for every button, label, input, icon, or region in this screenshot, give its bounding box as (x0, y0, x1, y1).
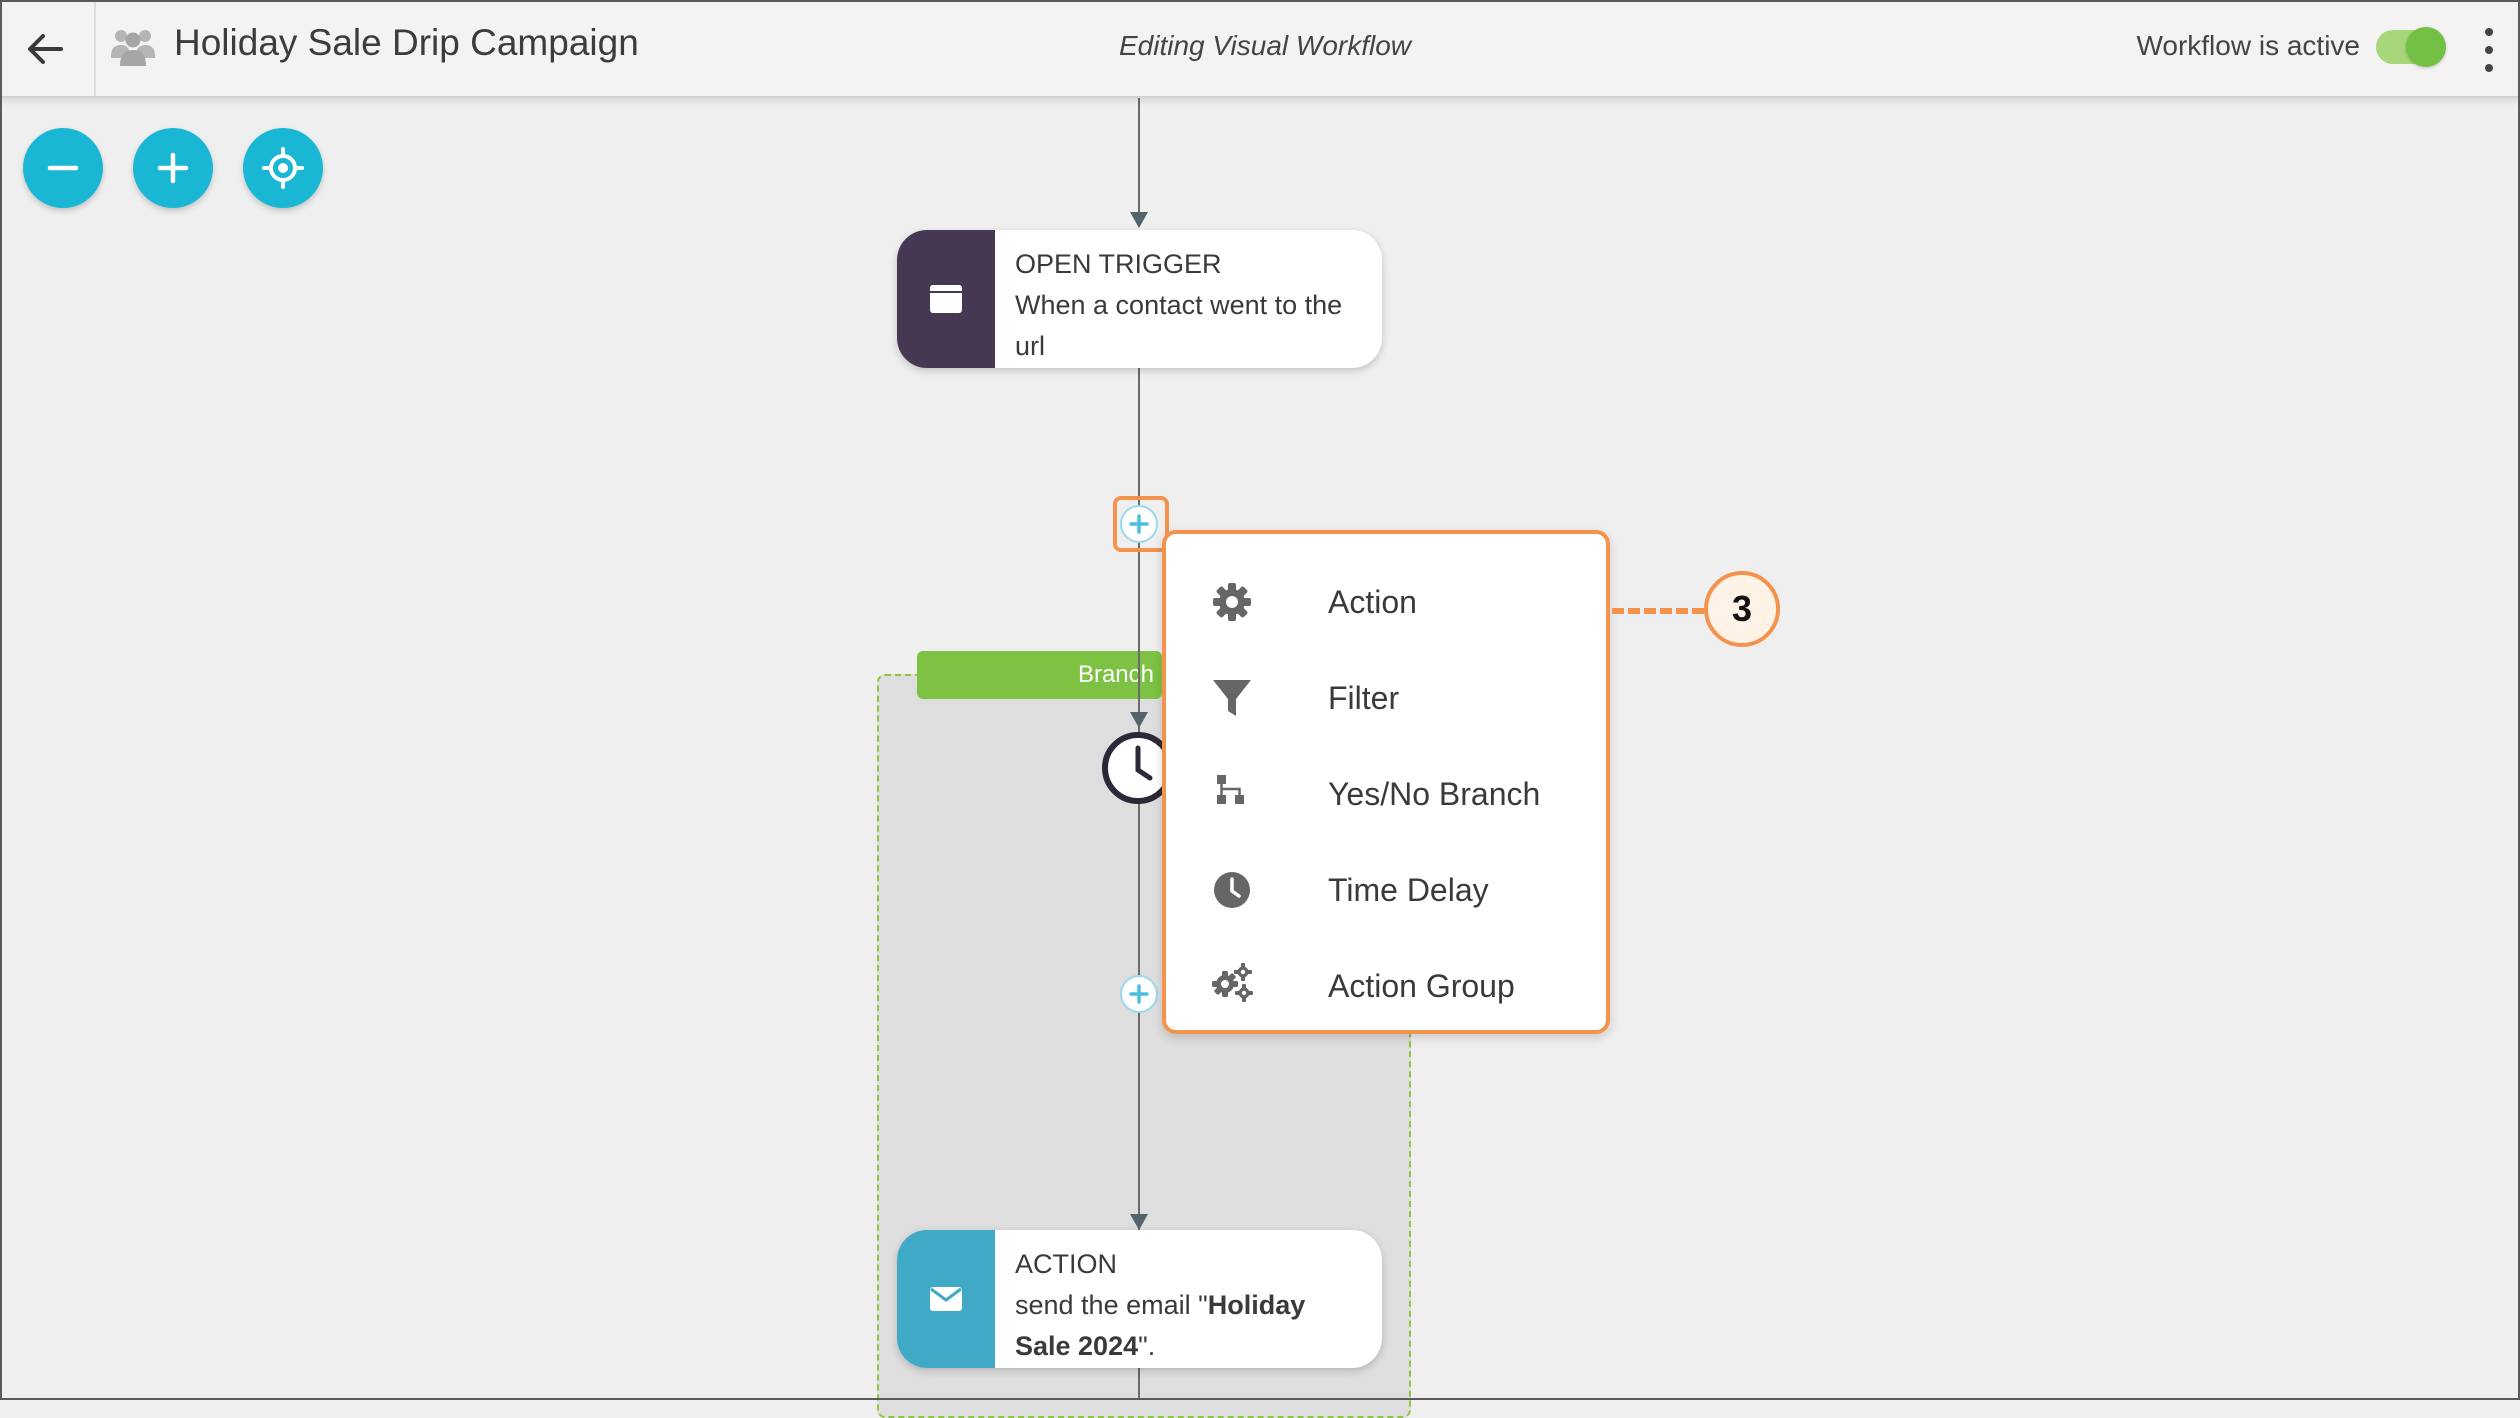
action-heading: ACTION (1015, 1249, 1118, 1279)
open-trigger-node[interactable]: OPEN TRIGGER When a contact went to the … (897, 230, 1382, 368)
add-step-menu: Action Filter Yes/No Branch Time Delay (1162, 530, 1610, 1034)
branch-tab[interactable]: Branch (917, 651, 1162, 699)
action-description: send the email "Holiday Sale 2024". (1015, 1285, 1364, 1367)
connector-arrow (1130, 712, 1148, 728)
trigger-heading: OPEN TRIGGER (1015, 249, 1222, 279)
menu-item-label: Action Group (1328, 967, 1515, 1004)
center-button[interactable] (243, 128, 323, 208)
browser-window-icon (930, 285, 962, 313)
connector-line (1138, 98, 1140, 216)
branch-icon (1172, 775, 1292, 807)
trigger-description: When a contact went to the url (1015, 290, 1343, 361)
editing-mode-label: Editing Visual Workflow (1118, 30, 1412, 61)
clock-icon (1172, 870, 1292, 910)
menu-item-action[interactable]: Action (1166, 554, 1606, 650)
callout-connector (1612, 608, 1704, 614)
menu-item-filter[interactable]: Filter (1166, 650, 1606, 746)
action-text-suffix: ". (1138, 1331, 1156, 1361)
connector-arrow (1130, 212, 1148, 228)
page-title: Holiday Sale Drip Campaign (174, 22, 639, 63)
step-callout-badge: 3 (1704, 571, 1780, 647)
add-step-button[interactable] (1120, 505, 1158, 543)
menu-item-time-delay[interactable]: Time Delay (1166, 842, 1606, 938)
add-step-highlight (1113, 496, 1169, 552)
menu-item-action-group[interactable]: Action Group (1166, 938, 1606, 1034)
plus-icon (1129, 514, 1149, 534)
envelope-icon (930, 1287, 962, 1311)
add-step-button[interactable] (1120, 975, 1158, 1013)
workflow-active-toggle[interactable] (2376, 27, 2446, 67)
plus-icon (1129, 984, 1149, 1004)
header-divider (94, 0, 96, 96)
trigger-icon-panel (897, 230, 995, 368)
target-icon (262, 147, 304, 189)
more-options-icon[interactable] (2474, 28, 2504, 72)
gear-icon (1172, 582, 1292, 622)
action-email-name: Holiday Sale 2024 (1015, 1290, 1306, 1361)
branch-label: Branch (1077, 661, 1154, 688)
trigger-node-text: OPEN TRIGGER When a contact went to the … (1015, 244, 1364, 367)
workflow-status-label: Workflow is active (2136, 30, 2360, 61)
zoom-out-button[interactable] (23, 128, 103, 208)
arrow-left-icon (28, 34, 63, 64)
action-text-prefix: send the email " (1015, 1290, 1208, 1320)
menu-item-yes-no-branch[interactable]: Yes/No Branch (1166, 746, 1606, 842)
menu-item-label: Filter (1328, 679, 1400, 716)
action-icon-panel (897, 1230, 995, 1368)
action-node-text: ACTION send the email "Holiday Sale 2024… (1015, 1244, 1364, 1367)
zoom-in-button[interactable] (133, 128, 213, 208)
back-button[interactable] (14, 18, 76, 80)
menu-item-label: Time Delay (1328, 871, 1489, 908)
time-delay-clock-icon[interactable] (1100, 730, 1176, 811)
minus-icon (47, 165, 79, 171)
menu-item-label: Action (1328, 583, 1417, 620)
toggle-knob (2406, 27, 2446, 67)
header-bar: Holiday Sale Drip Campaign Editing Visua… (0, 0, 2520, 98)
plus-icon (157, 152, 189, 184)
menu-item-label: Yes/No Branch (1328, 775, 1541, 812)
action-node[interactable]: ACTION send the email "Holiday Sale 2024… (897, 1230, 1382, 1368)
funnel-icon (1172, 677, 1292, 719)
gears-icon (1172, 963, 1292, 1002)
connector-line (1138, 368, 1140, 1400)
contacts-group-icon (110, 26, 156, 73)
connector-arrow (1130, 1214, 1148, 1230)
